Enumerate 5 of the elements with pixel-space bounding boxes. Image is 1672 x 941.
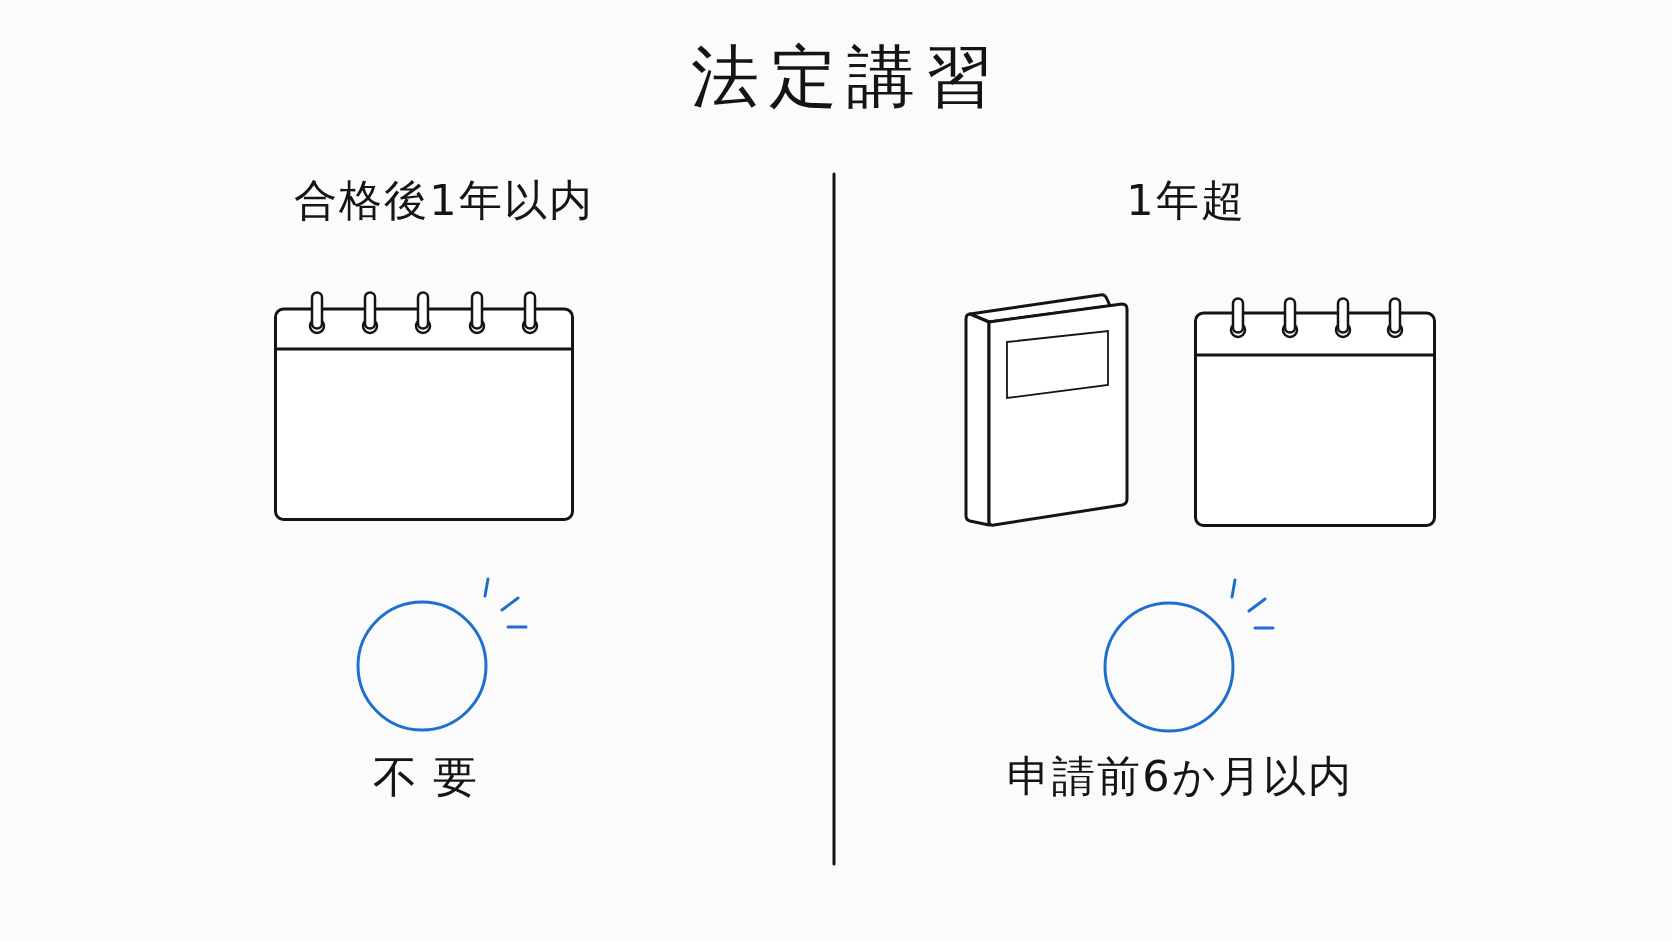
title: 法定講習 [691, 38, 1003, 117]
column-heading: 合格後1年以内 [294, 176, 594, 226]
column-heading: 1年超 [1126, 176, 1246, 226]
result-text: 不要 [373, 752, 493, 803]
result-text: 申請前6か月以内 [1007, 752, 1353, 802]
